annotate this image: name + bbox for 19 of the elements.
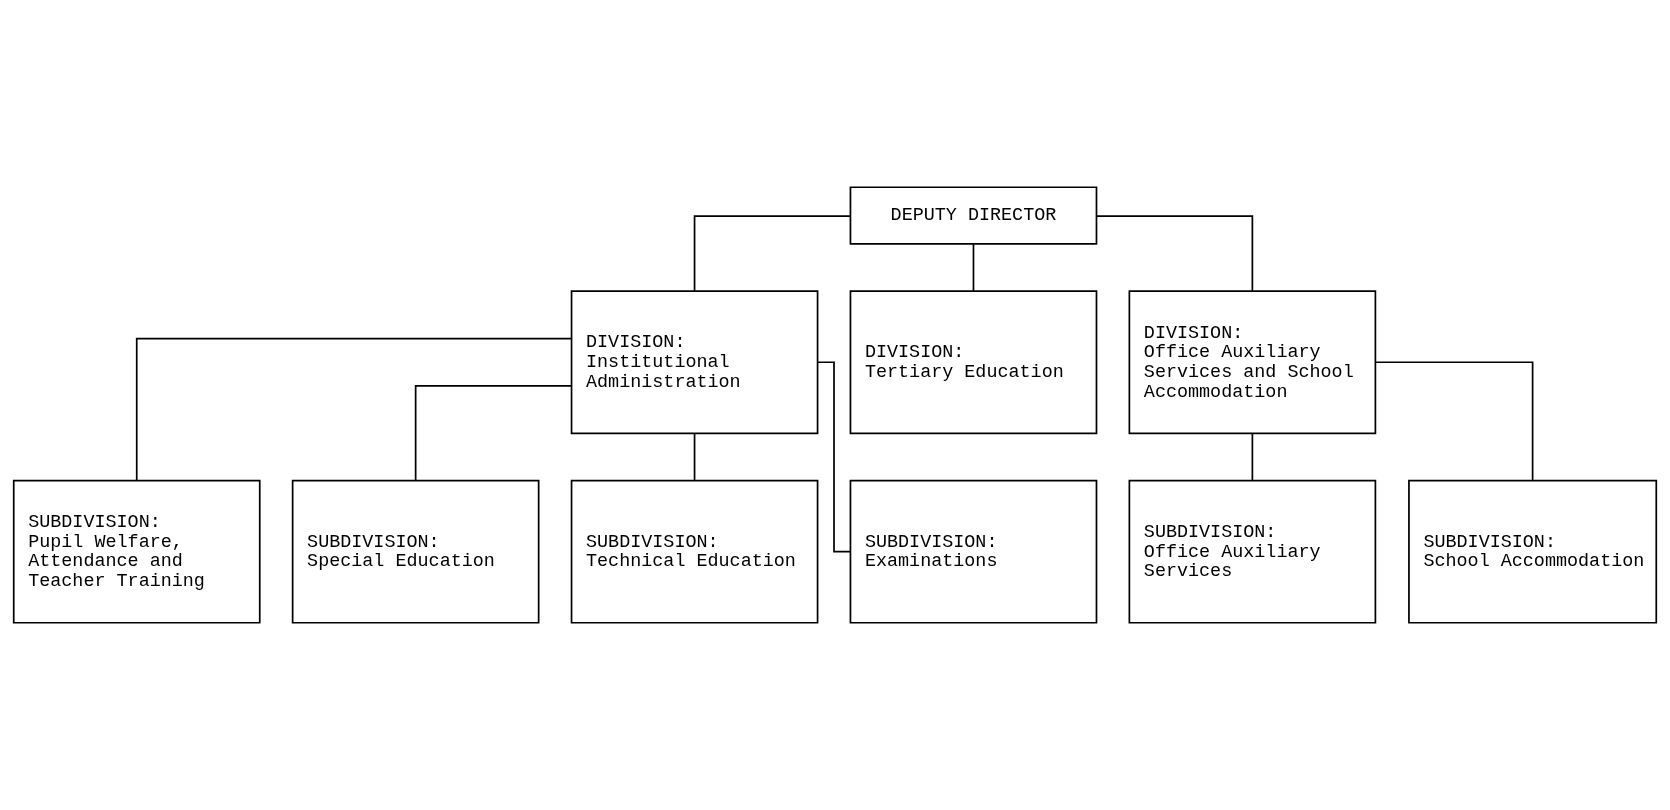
node-box: SUBDIVISION: Special Education bbox=[291, 479, 540, 624]
connector bbox=[414, 385, 573, 482]
connector bbox=[693, 215, 852, 292]
node-box: SUBDIVISION: School Accommodation bbox=[1408, 479, 1658, 624]
connector bbox=[817, 361, 851, 553]
node-box: DIVISION: Office Auxiliary Services and School Accommodation bbox=[1128, 290, 1377, 435]
connector bbox=[1251, 432, 1254, 482]
connector bbox=[972, 243, 975, 292]
node-box: DEPUTY DIRECTOR bbox=[849, 186, 1098, 245]
node-box: SUBDIVISION: Pupil Welfare, Attendance and Teacher Training bbox=[12, 479, 261, 624]
node-box: SUBDIVISION: Technical Education bbox=[570, 479, 819, 624]
node-box: DIVISION: Institutional Administration bbox=[570, 290, 819, 435]
connector bbox=[1374, 361, 1534, 482]
connector bbox=[135, 337, 573, 481]
connector bbox=[693, 432, 696, 482]
connector bbox=[1095, 215, 1254, 292]
node-box: SUBDIVISION: Office Auxiliary Services bbox=[1128, 479, 1377, 624]
node-box: SUBDIVISION: Examinations bbox=[849, 479, 1098, 624]
node-box: DIVISION: Tertiary Education bbox=[849, 290, 1098, 435]
